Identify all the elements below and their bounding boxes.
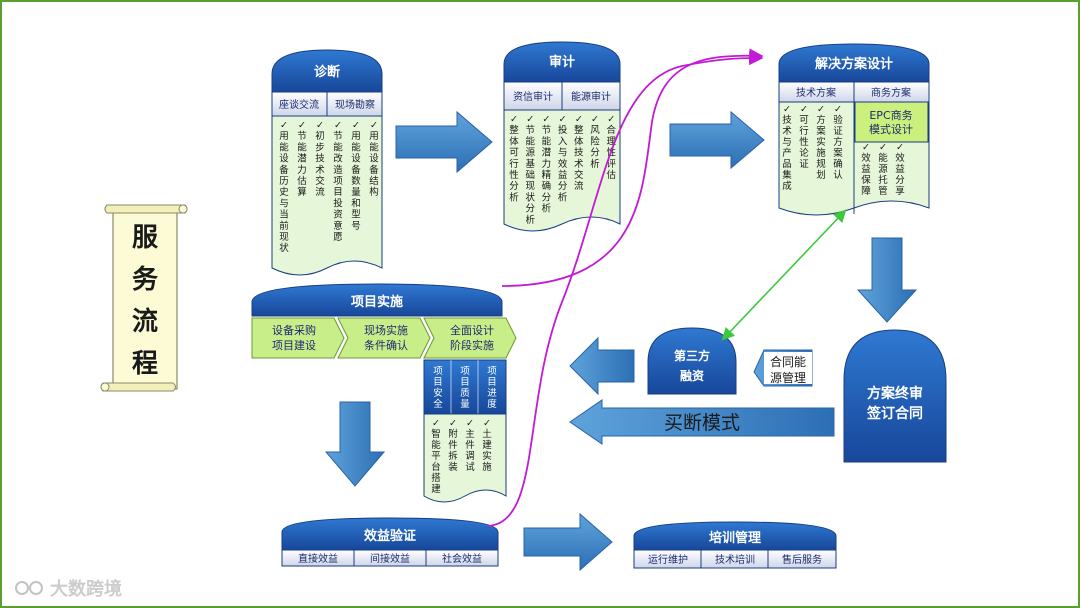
diagnosis-title: 诊断 (314, 64, 340, 80)
implementation-step-label: 现场实施条件确认 (364, 323, 408, 352)
list-item: ✓用能设备数量和型号 (351, 120, 361, 232)
solution-biz-items: ✓效益保障 ✓能源托管 ✓效益分享 (861, 142, 905, 197)
list-item: ✓用能设备历史与当前现状 (279, 120, 289, 254)
training-management-card: 培训管理 运行维护 技术培训 售后服务 (633, 521, 837, 569)
arrow-benefit-to-training (523, 512, 613, 572)
third-party-financing: 第三方融资 (647, 327, 737, 395)
implementation-items: ✓智能平台搭建 ✓附件拆装 ✓主件调试 ✓土建实施 (431, 418, 492, 495)
training-title: 培训管理 (709, 530, 761, 546)
arrow-audit-to-solution (669, 110, 765, 170)
scroll-title: 服务流程 (132, 223, 159, 379)
epc-business-model: EPC商务模式设计 (869, 108, 913, 136)
list-item: ✓能源托管 (878, 142, 888, 197)
implementation-steps: 设备采购项目建设 现场实施条件确认 全面设计阶段实施 (251, 317, 517, 359)
audit-tab-1: 资信审计 (513, 90, 553, 103)
implementation-title: 项目实施 (351, 294, 403, 310)
benefit-tab-social: 社会效益 (442, 552, 482, 565)
list-item: ✓投入与效益分析 (558, 114, 568, 203)
implementation-step-label: 全面设计阶段实施 (450, 323, 494, 352)
list-item: ✓用能设备结构 (369, 120, 379, 198)
diagnosis-card: 诊断 座谈交流 现场勘察 ✓用能设备历史与当前现状✓节能潜力估算✓初步技术交流✓… (271, 49, 383, 276)
list-item: ✓节能潜力精确分析 (542, 114, 552, 215)
solution-title: 解决方案设计 (814, 56, 893, 72)
arrow-diagnosis-to-audit (395, 110, 493, 174)
audit-title: 审计 (549, 54, 575, 70)
list-item: ✓智能平台搭建 (431, 418, 441, 495)
list-item: ✓效益保障 (861, 142, 871, 197)
service-flow-scroll: 服务流程 (100, 204, 188, 392)
contract-energy-label: 合同能源管理 (770, 354, 806, 385)
arrow-implementation-to-benefit (324, 401, 386, 487)
list-item: ✓可行性论证 (799, 104, 809, 170)
connector-benefit-to-solution (487, 50, 764, 527)
benefit-tab-direct: 直接效益 (298, 552, 338, 565)
buyout-label: 买断模式 (664, 412, 740, 434)
benefit-tab-indirect: 间接效益 (370, 552, 410, 565)
arrow-financing-to-implementation (569, 336, 635, 396)
third-party-title: 第三方融资 (674, 348, 710, 383)
benefit-verification-card: 效益验证 直接效益 间接效益 社会效益 (281, 517, 499, 567)
diagnosis-items: ✓用能设备历史与当前现状 ✓节能潜力估算 ✓初步技术交流 ✓节能改造项目投资意愿 ✓用能… (279, 120, 379, 254)
diagnosis-tab-1: 座谈交流 (279, 98, 319, 111)
list-item: ✓技术与产品集成 (782, 104, 792, 192)
list-item: ✓风险分析 (590, 114, 600, 170)
list-item: ✓土建实施 (482, 418, 492, 473)
list-item: 项目安全 (433, 366, 443, 410)
list-item: ✓初步技术交流 (315, 120, 325, 198)
implementation-step (251, 317, 345, 359)
audit-tab-2: 能源审计 (571, 90, 611, 103)
list-item: ✓验证方案确认 (833, 104, 843, 181)
solution-tab-biz: 商务方案 (871, 86, 911, 99)
watermark: 大数跨境 (15, 578, 122, 600)
watermark-text: 大数跨境 (50, 578, 122, 600)
audit-items: ✓整体可行性分析 ✓节能源基础现状分析 ✓节能潜力精确分析 ✓投入与效益分析 ✓整体技术… (509, 114, 616, 226)
connector-implementation-to-solution (501, 48, 764, 287)
solution-tab-tech: 技术方案 (796, 86, 836, 99)
final-review-title: 方案终审签订合同 (866, 385, 923, 422)
solution-card: 解决方案设计 技术方案 商务方案 EPC商务模式设计 ✓技术与产品集成 ✓可行性论… (778, 43, 930, 216)
solution-tech-items: ✓技术与产品集成 ✓可行性论证 ✓方案实施规划 ✓验证方案确认 (782, 104, 843, 192)
buyout-arrow: 买断模式 (569, 399, 835, 445)
benefit-title: 效益验证 (364, 528, 416, 544)
list-item: ✓方案实施规划 (816, 104, 826, 181)
diagnosis-tab-2: 现场勘察 (335, 98, 375, 111)
audit-card: 审计 资信审计 能源审计 ✓整体可行性分析 ✓节能源基础现状分析 ✓节能潜力精确分析… (503, 41, 621, 232)
connector-epc-to-financing (721, 209, 847, 341)
list-item: ✓合理性评估 (606, 114, 616, 181)
implementation-subtabs: 项目安全 项目质量 项目进度 (433, 366, 497, 410)
training-tab-aftersales: 售后服务 (782, 553, 822, 566)
list-item: 项目质量 (460, 366, 470, 410)
list-item: ✓附件拆装 (448, 418, 458, 473)
arrow-solution-to-final (856, 237, 918, 323)
list-item: ✓节能改造项目投资意愿 (333, 120, 343, 243)
implementation-step (423, 317, 517, 359)
implementation-step-label: 设备采购项目建设 (272, 323, 316, 352)
implementation-step (337, 317, 431, 359)
list-item: ✓整体可行性分析 (509, 114, 519, 203)
training-tab-tech: 技术培训 (715, 553, 755, 566)
list-item: ✓主件调试 (465, 418, 475, 473)
final-review-card: 方案终审签订合同 (843, 329, 947, 463)
list-item: ✓效益分享 (895, 142, 905, 197)
list-item: ✓节能潜力估算 (297, 120, 307, 198)
list-item: ✓整体技术交流 (574, 114, 584, 192)
list-item: ✓节能源基础现状分析 (525, 114, 535, 226)
training-tab-ops: 运行维护 (648, 553, 688, 566)
contract-energy-arrow: 合同能源管理 (753, 349, 813, 387)
list-item: 项目进度 (487, 366, 497, 410)
